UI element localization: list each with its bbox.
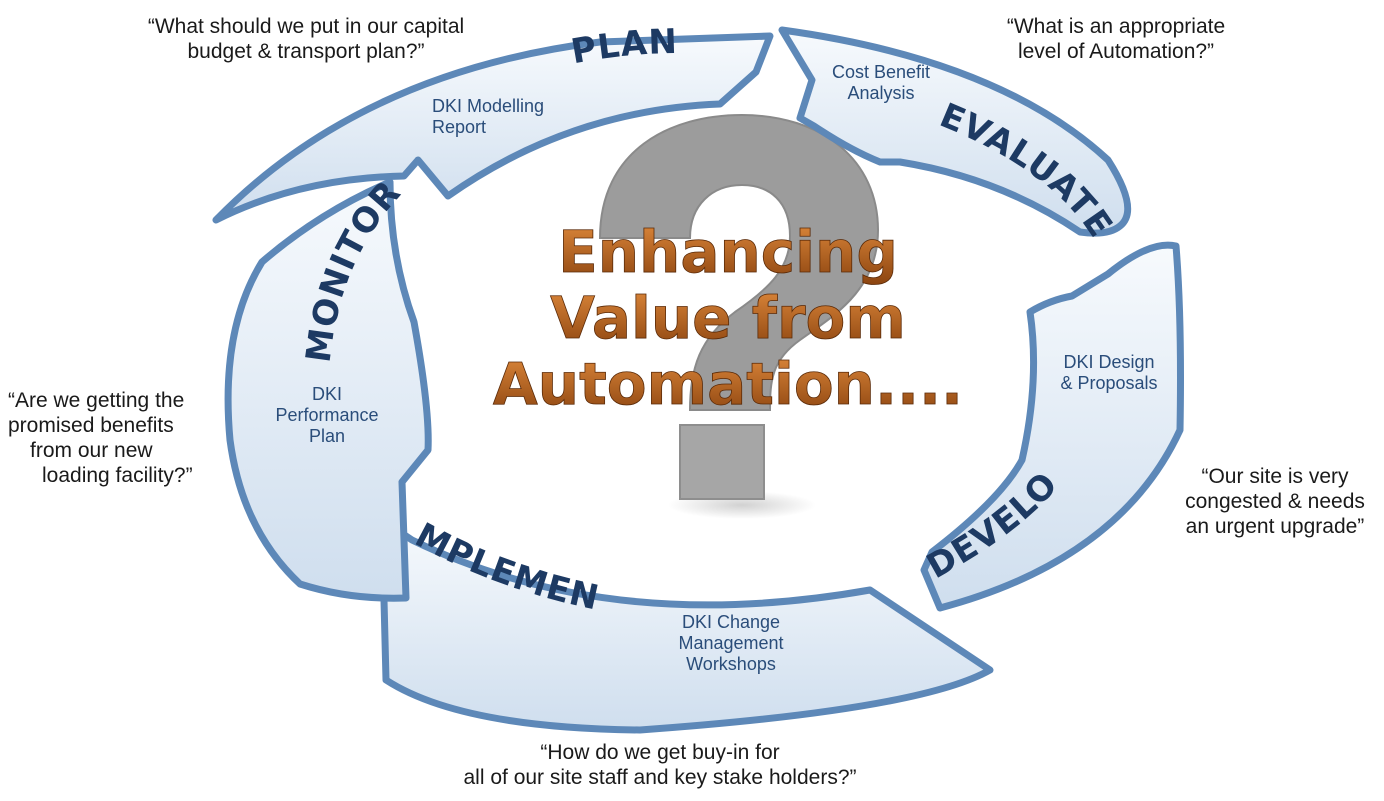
quote-line: budget & transport plan?” — [187, 40, 425, 63]
quote-monitor: “Are we getting the promised benefits fr… — [8, 388, 228, 488]
quote-line: loading facility?” — [42, 464, 193, 487]
deliverable-line: DKI — [311, 384, 342, 404]
quote-line: congested & needs — [1185, 490, 1365, 513]
quote-line: promised benefits — [8, 414, 174, 437]
deliverable-line: Performance — [275, 405, 379, 425]
deliverable-monitor: DKI Performance Plan — [252, 384, 402, 447]
center-title-line: Enhancing — [558, 218, 898, 286]
quote-line: from our new — [30, 439, 153, 462]
deliverable-evaluate: Cost Benefit Analysis — [806, 62, 956, 104]
develop-arrow — [920, 241, 1184, 612]
quote-plan: “What should we put in our capital budge… — [106, 14, 506, 64]
center-title: Enhancing Value from Automation.... — [492, 218, 963, 419]
center-title-line: Automation.... — [493, 350, 963, 418]
deliverable-line: Workshops — [686, 654, 776, 674]
deliverable-implement: DKI Change Management Workshops — [656, 612, 806, 675]
quote-implement: “How do we get buy-in for all of our sit… — [380, 740, 940, 790]
question-mark-icon — [598, 113, 880, 519]
quote-line: an urgent upgrade” — [1185, 515, 1365, 538]
monitor-arrow — [224, 178, 432, 602]
deliverable-line: & Proposals — [1060, 373, 1158, 393]
center-title-line: Value from — [550, 284, 906, 352]
deliverable-line: Report — [432, 117, 487, 137]
quote-evaluate: “What is an appropriate level of Automat… — [966, 14, 1266, 64]
deliverable-line: Analysis — [847, 83, 915, 103]
deliverable-line: Cost Benefit — [831, 62, 931, 82]
deliverable-line: Management — [678, 633, 784, 653]
quote-line: “What should we put in our capital — [147, 15, 465, 38]
quote-line: all of our site staff and key stake hold… — [463, 766, 857, 789]
deliverable-develop: DKI Design & Proposals — [1034, 352, 1184, 394]
deliverable-line: Plan — [308, 426, 346, 446]
quote-line: “Are we getting the — [8, 389, 185, 412]
quote-develop: “Our site is very congested & needs an u… — [1170, 464, 1380, 539]
quote-line: “What is an appropriate — [1006, 15, 1226, 38]
deliverable-line: DKI Design — [1063, 352, 1155, 372]
deliverable-plan: DKI Modelling Report — [432, 96, 544, 138]
quote-line: level of Automation?” — [1017, 40, 1215, 63]
implement-arrow — [378, 516, 994, 734]
evaluate-arrow — [778, 26, 1132, 237]
deliverable-line: DKI Modelling — [432, 96, 545, 116]
deliverable-line: DKI Change — [681, 612, 781, 632]
quote-line: “How do we get buy-in for — [540, 741, 780, 764]
quote-line: “Our site is very — [1201, 465, 1349, 488]
plan-arrow — [212, 32, 774, 224]
